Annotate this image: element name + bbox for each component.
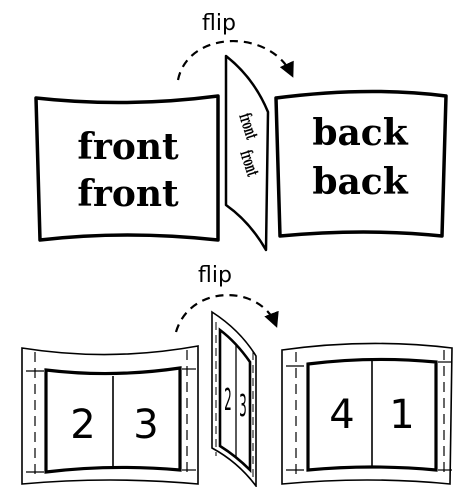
bottom-flip-arrow (174, 294, 279, 333)
back-label-1: back (312, 112, 408, 154)
right-page-4: 4 (329, 392, 354, 438)
bottom-flip-group: flip 2 3 2 3 (21, 263, 453, 487)
right-imposed-sheet: 4 1 (281, 342, 453, 485)
right-page-1: 1 (389, 392, 414, 438)
front-sheet: front front (34, 94, 220, 242)
bottom-flipping-sheet: 2 3 (211, 310, 257, 487)
bottom-flip-label: flip (198, 263, 232, 288)
flipping-sheet: front front (224, 54, 270, 252)
back-label-2: back (312, 161, 408, 203)
left-page-3: 3 (133, 402, 158, 448)
back-sheet: back back (274, 89, 448, 238)
top-flip-label: flip (202, 11, 236, 36)
left-page-2: 2 (70, 402, 95, 448)
left-imposed-sheet: 2 3 (21, 345, 199, 485)
top-flip-arrow (176, 40, 294, 81)
front-label-1: front (77, 126, 179, 168)
middle-page-3: 3 (239, 390, 247, 424)
top-flip-group: flip front front front front back back (34, 11, 448, 252)
middle-page-2: 2 (224, 384, 232, 418)
front-label-2: front (77, 173, 179, 215)
